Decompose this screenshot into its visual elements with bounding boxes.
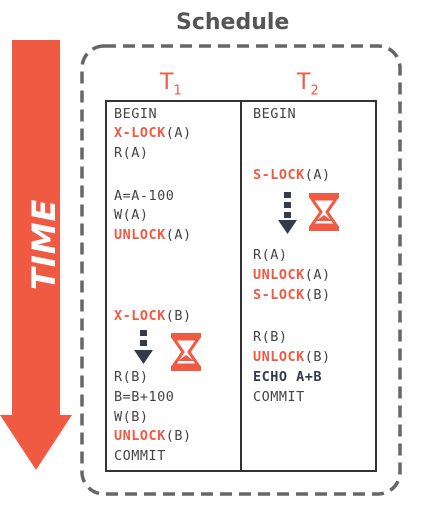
dashed-arrow-down-icon	[134, 330, 153, 364]
t2-read-b: R(B)	[253, 329, 288, 345]
t1-write-a: W(A)	[114, 207, 149, 223]
t1-compute-b: B=B+100	[114, 389, 175, 405]
time-arrow	[0, 40, 72, 470]
t1-header: T1	[160, 70, 182, 99]
t1-read-b: R(B)	[114, 369, 149, 385]
dashed-arrow-down-icon	[278, 192, 297, 234]
t1-xlock-a: X-LOCK(A)	[114, 125, 192, 141]
hourglass-icon	[171, 333, 201, 371]
t2-unlock-b: UNLOCK(B)	[253, 349, 331, 365]
t1-write-b: W(B)	[114, 409, 149, 425]
t1-unlock-b: UNLOCK(B)	[114, 428, 192, 444]
t2-read-a: R(A)	[253, 247, 288, 263]
column-divider	[240, 100, 242, 472]
t1-xlock-b: X-LOCK(B)	[114, 308, 192, 324]
t2-slock-b: S-LOCK(B)	[253, 287, 331, 303]
t1-commit: COMMIT	[114, 448, 166, 464]
t2-echo: ECHO A+B	[253, 369, 323, 385]
t1-unlock-a: UNLOCK(A)	[114, 227, 192, 243]
t1-begin: BEGIN	[114, 106, 158, 122]
t2-commit: COMMIT	[253, 389, 305, 405]
hourglass-icon	[309, 193, 339, 231]
schedule-title: Schedule	[176, 10, 290, 35]
t2-slock-a: S-LOCK(A)	[253, 167, 331, 183]
t1-read-a: R(A)	[114, 145, 149, 161]
t2-unlock-a: UNLOCK(A)	[253, 267, 331, 283]
t2-begin: BEGIN	[253, 106, 297, 122]
t1-compute-a: A=A-100	[114, 188, 175, 204]
t2-header: T2	[297, 70, 319, 99]
